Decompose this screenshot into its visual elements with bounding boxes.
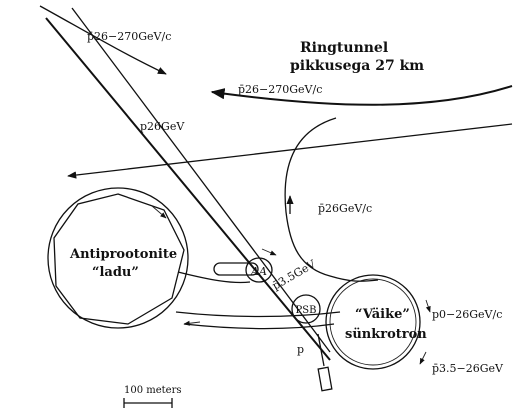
pbar-270-top-arc [39,5,167,75]
sync-right-arrow [425,299,431,313]
small-synchrotron-ring [325,274,421,370]
small-synchrotron-inner [329,278,417,366]
aa-ring [245,257,273,283]
scale-bar [123,398,173,408]
linac-source [317,366,333,392]
antiproton-store-label-2: “ladu” [92,265,139,280]
store-top-arrow [151,205,167,219]
psb-ring [291,294,321,324]
store-lower-line [183,323,335,330]
ring-tunnel-arc [210,85,513,106]
pbar-3-5-label: p̄3.5GeV [270,257,319,293]
aa-arrow [261,248,277,256]
store-to-aa-line [177,271,251,284]
aa-label: AA [250,265,267,278]
antiproton-store-ring-outer [47,187,189,329]
scale-bar-label: 100 meters [124,385,182,396]
ring-tunnel-subtitle: pikkusega 27 km [290,58,424,74]
pbar-26-loop [284,117,379,282]
transfer-line-secondary [71,7,331,353]
store-to-sync-line [175,311,341,318]
store-lower-arrow [183,320,201,326]
target-tube [213,262,259,276]
pbar-26-label: p̄26GeV/c [318,202,372,215]
small-sync-label-2: sünkrotron [345,327,427,342]
linac-line [317,333,325,367]
pbar-270-top-label: p̄26−270GeV/c [87,30,171,43]
ring-tunnel-title: Ringtunnel [300,40,388,56]
antiproton-store-ring-inner [53,193,185,325]
psb-label: PSB [296,305,317,316]
p-small-label: p [297,343,304,356]
transfer-line-p26 [45,17,331,361]
ejection-line-arrow [67,123,513,179]
p26-label: p26GeV [140,120,185,133]
pbar-3-5-26-label: p̄3.5−26GeV [432,362,504,375]
pbar-270-mid-label: p̄26−270GeV/c [238,83,322,96]
antiproton-store-label-1: Antiprootonite [69,247,177,262]
small-sync-label-1: “Väike” [355,307,410,322]
sync-bottom-arrow [419,351,427,365]
p-0-26-label: p0−26GeV/c [432,308,502,321]
